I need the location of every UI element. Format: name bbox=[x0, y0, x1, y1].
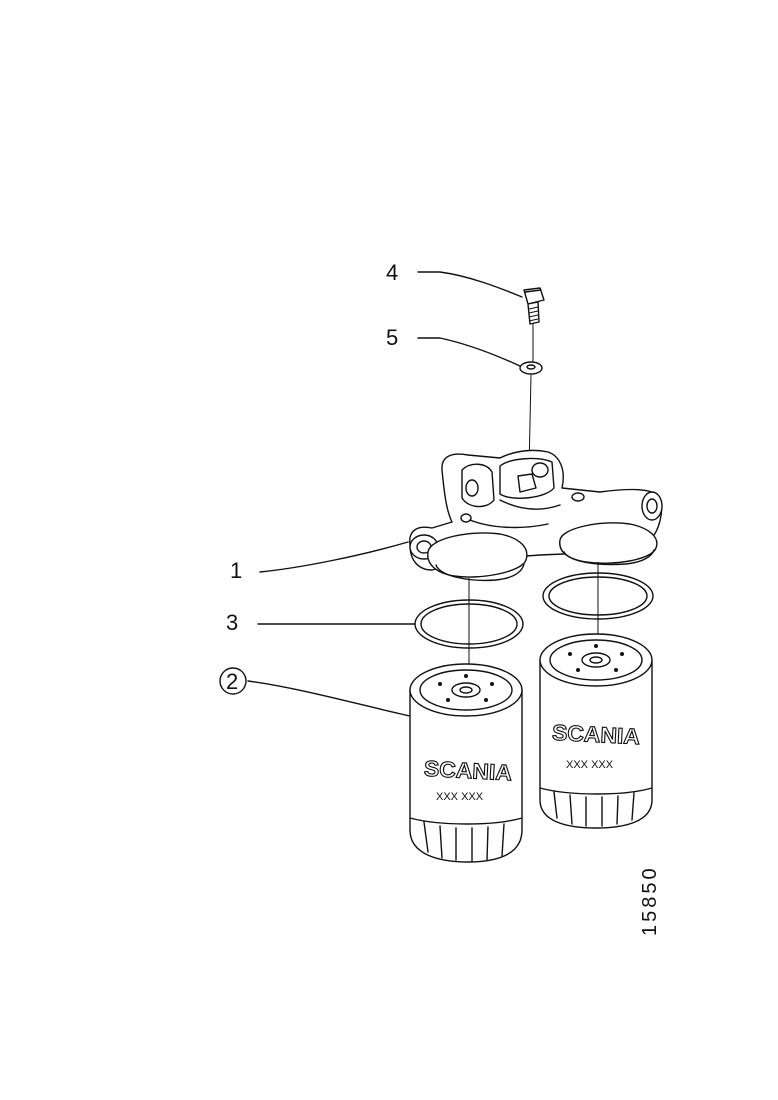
left-filter-brand: SCANIA bbox=[423, 756, 512, 786]
bolt bbox=[523, 287, 545, 325]
right-filter-top bbox=[539, 633, 653, 687]
callout-5: 5 bbox=[386, 325, 521, 367]
left-filter-part-number: XXX XXX bbox=[436, 791, 484, 803]
left-filter-can bbox=[409, 689, 523, 863]
right-filter-seat bbox=[559, 522, 658, 564]
callout-label-3: 3 bbox=[226, 610, 238, 635]
right-filter-brand: SCANIA bbox=[551, 720, 640, 750]
oil-filter-left: SCANIA XXX XXX bbox=[409, 663, 523, 863]
leader-line-4 bbox=[417, 271, 523, 298]
left-filter-top bbox=[409, 663, 523, 717]
figure-number: 15850 bbox=[639, 865, 661, 936]
callout-2: 2 bbox=[219, 667, 411, 717]
leader-line-5 bbox=[417, 337, 521, 367]
callout-circle-2 bbox=[219, 667, 247, 695]
callout-3: 3 bbox=[226, 610, 416, 635]
right-filter-part-number: XXX XXX bbox=[566, 759, 614, 771]
leader-line-2 bbox=[247, 680, 411, 717]
outlet-port bbox=[641, 491, 663, 521]
callout-1: 1 bbox=[230, 541, 409, 583]
bolt-axis-line bbox=[528, 324, 534, 471]
filter-head bbox=[409, 449, 663, 582]
left-filter-seat bbox=[427, 532, 528, 578]
washer bbox=[519, 361, 543, 375]
callout-label-5: 5 bbox=[386, 325, 398, 350]
oil-filter-right: SCANIA XXX XXX bbox=[539, 633, 653, 829]
callout-4: 4 bbox=[386, 260, 523, 298]
leader-line-1 bbox=[259, 541, 409, 573]
right-filter-can bbox=[539, 659, 653, 829]
callout-label-1: 1 bbox=[230, 558, 242, 583]
washer-body bbox=[519, 361, 543, 375]
callout-label-4: 4 bbox=[386, 260, 398, 285]
callout-label-2: 2 bbox=[226, 669, 238, 694]
